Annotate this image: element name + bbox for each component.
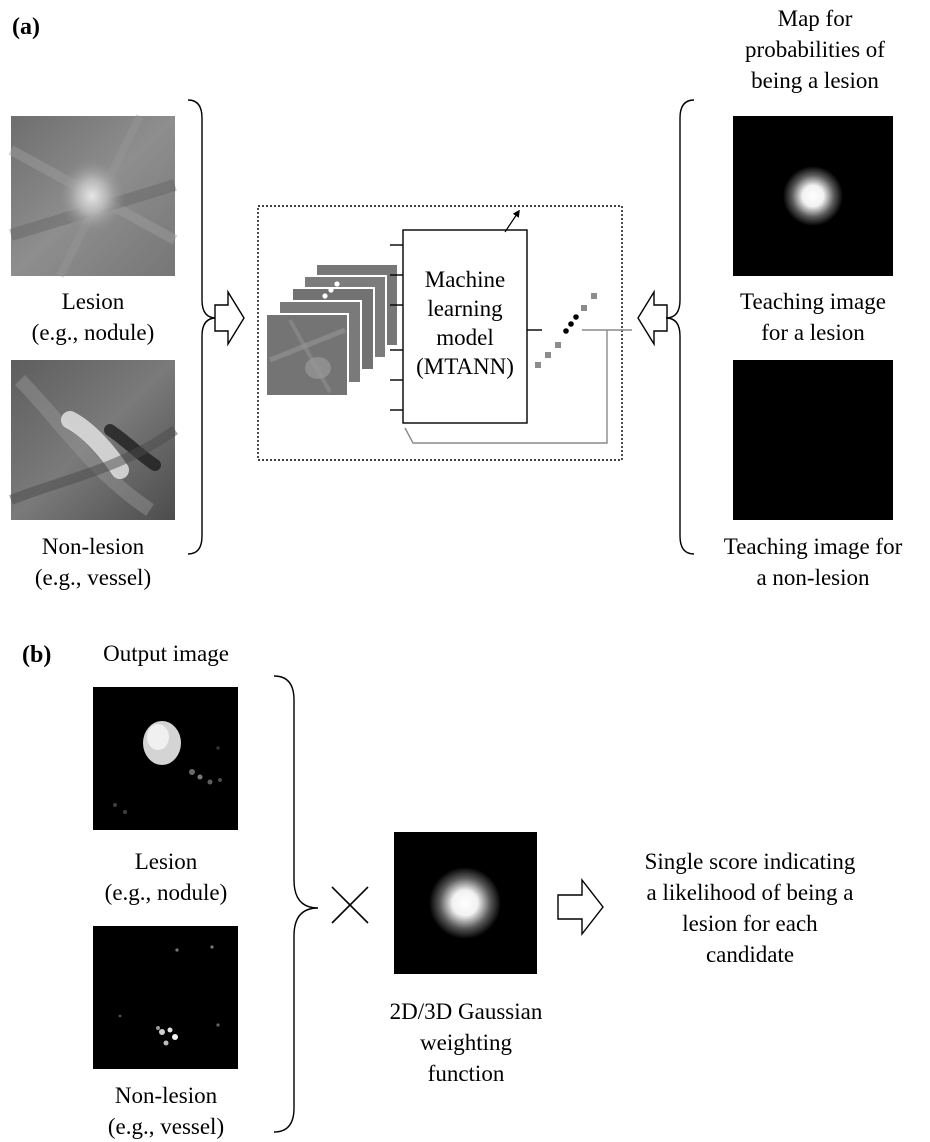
input-lesion-image — [8, 114, 178, 278]
left-brace — [187, 99, 217, 555]
model-dotted-box — [257, 205, 623, 461]
model-box — [402, 229, 528, 424]
input-lesion-caption: Lesion (e.g., nodule) — [31, 289, 155, 345]
output-nonlesion-image — [93, 926, 238, 1069]
teaching-image-nonlesion — [733, 360, 893, 520]
input-patch-stack — [265, 263, 399, 397]
teaching-lesion-caption: Teaching image for a lesion — [740, 289, 886, 345]
teaching-arrow — [637, 289, 668, 347]
input-ticks — [390, 244, 403, 411]
feedback-loop — [404, 329, 632, 444]
output-pixel-sequence — [535, 293, 597, 368]
input-nonlesion-caption: Non-lesion (e.g., vessel) — [34, 534, 152, 590]
output-brace — [273, 675, 319, 1133]
gaussian-caption: 2D/3D Gaussian weighting function — [389, 999, 543, 1086]
output-lesion-image — [93, 687, 238, 830]
panel-a-label: (a) — [12, 14, 40, 40]
gaussian-image — [394, 832, 537, 974]
panel-b-label: (b) — [22, 642, 52, 668]
teaching-image-lesion — [733, 116, 893, 276]
input-arrow — [214, 289, 245, 347]
teaching-nonlesion-caption: Teaching image for a non-lesion — [723, 534, 903, 590]
score-arrow — [557, 877, 604, 937]
output-nonlesion-caption: Non-lesion (e.g., vessel) — [107, 1083, 225, 1139]
score-description: Single score indicating a likelihood of … — [644, 849, 856, 967]
input-nonlesion-image — [9, 360, 178, 520]
right-brace — [665, 99, 695, 555]
output-lesion-caption: Lesion (e.g., nodule) — [104, 849, 228, 905]
map-title: Map for probabilities of being a lesion — [745, 6, 885, 93]
model-label: Machine learning model (MTANN) — [416, 267, 514, 379]
update-arrow — [504, 209, 520, 233]
multiply-sign — [331, 886, 369, 924]
output-image-title: Output image — [103, 641, 229, 666]
